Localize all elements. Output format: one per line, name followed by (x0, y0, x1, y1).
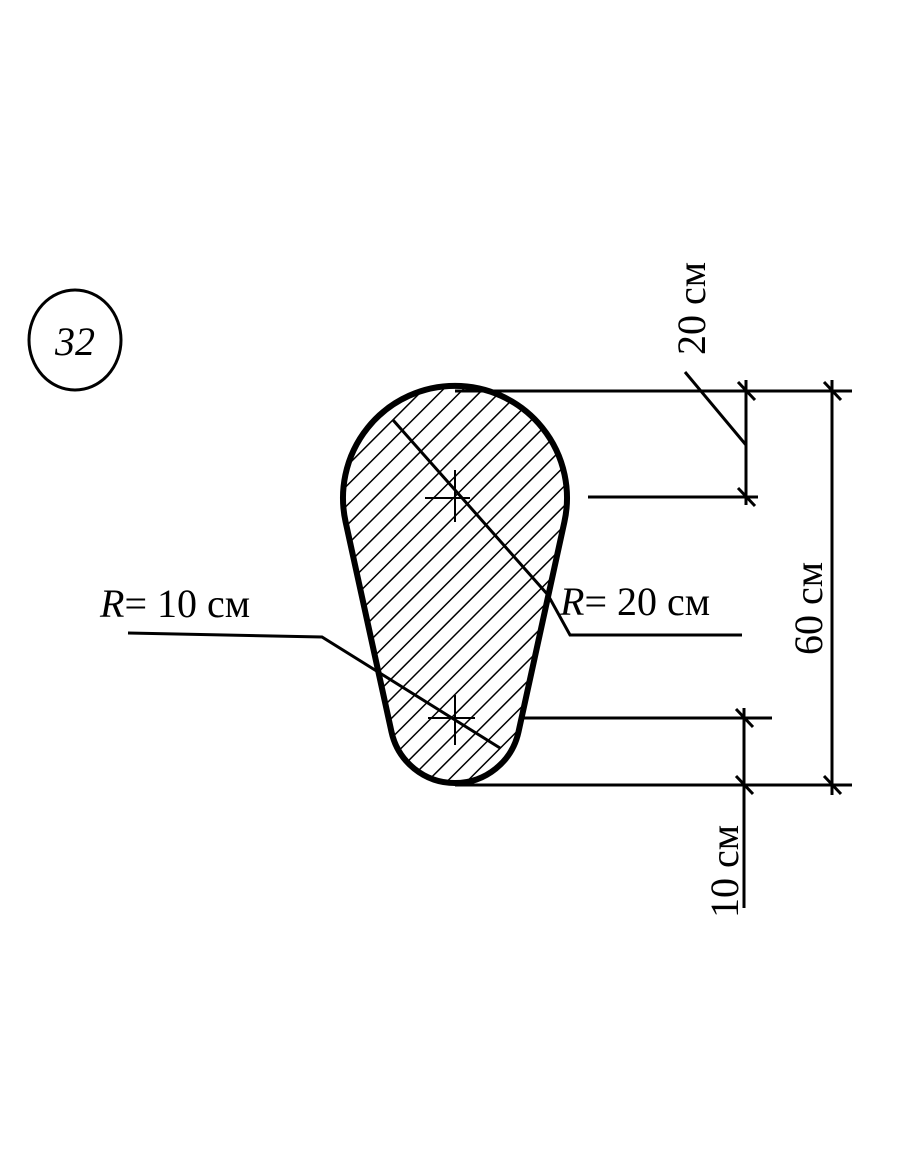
radius-symbol: R (559, 579, 584, 624)
problem-number-badge: 32 (27, 288, 123, 392)
radius-small-label: R= 10 см (99, 581, 250, 626)
radius-small-value: = 10 см (124, 581, 250, 626)
dimension-lines (683, 371, 843, 908)
radius-large-value: = 20 см (584, 579, 710, 624)
dim-total-label: 60 см (786, 562, 831, 655)
extension-lines (455, 389, 852, 787)
radius-large-label: R= 20 см (559, 579, 710, 624)
dim-top-label: 20 см (669, 262, 714, 355)
dim-bottom-label: 10 см (702, 825, 747, 918)
radius-symbol: R (99, 581, 124, 626)
problem-number: 32 (54, 319, 95, 364)
radius-leaders (127, 419, 742, 750)
